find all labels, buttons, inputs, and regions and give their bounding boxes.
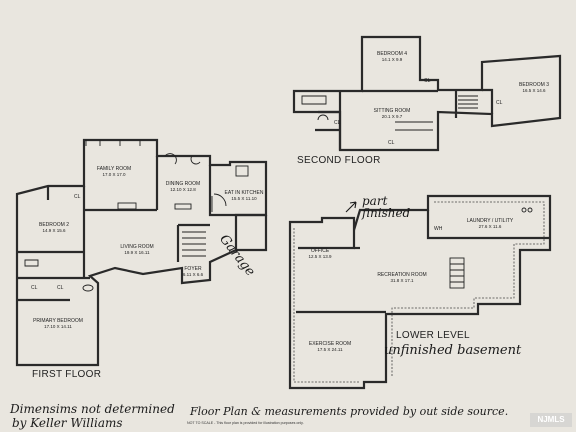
second-floor-walls [292,35,562,152]
room-name: LIVING ROOM [120,244,154,250]
second-floor-title: SECOND FLOOR [297,155,381,166]
water-heater-label: WH [434,226,443,232]
room-name: SITTING ROOM [373,108,411,114]
first-floor-walls [15,138,268,367]
closet-label: CL [57,285,64,291]
closet-label: CL [74,194,81,200]
room-name: FAMILY ROOM [96,166,132,172]
room-name: PRIMARY BEDROOM [33,318,83,324]
room-name: FOYER [184,266,202,272]
lower-level-walls [288,194,552,390]
room-dims: 14.9 X 15.6 [42,228,66,233]
room-name: EXERCISE ROOM [308,341,352,347]
room-dims: 12.5 X 13.9 [308,254,332,259]
room-dims: 16.5 X 14.6 [522,88,546,93]
room-name: BEDROOM 4 [376,51,408,57]
room-dims: 14.1 X 9.9 [381,57,403,62]
handwritten-part-finished: part finished [362,194,411,220]
closet-label: CL [31,285,38,291]
room-dims: 31.8 X 17.1 [390,278,414,283]
room-dims: 19.9 X 16.11 [124,250,150,255]
room-name: OFFICE [310,248,330,254]
room-dims: 17.10 X 14.11 [44,324,72,329]
room-dims: 12.10 X 12.8 [170,187,196,192]
handwritten-source-note: Floor Plan & measurements provided by ou… [190,405,509,418]
closet-label: CL [388,140,395,146]
closet-label: CL [334,120,341,126]
room-dims: 17.5 X 24.11 [317,347,343,352]
room-dims: 27.6 X 11.6 [478,224,502,229]
footer-note: NOT TO SCALE - This floor plan is provid… [187,421,304,425]
watermark: NJMLS [530,413,572,427]
lower-level-title: LOWER LEVEL [396,330,470,341]
handwritten-dims-note-1: Dimensims not determined [10,402,175,416]
handwritten-unfinished-basement: unfinished basement [384,343,522,358]
room-dims: 20.1 X 9.7 [381,114,403,119]
room-name: BEDROOM 2 [38,222,70,228]
room-dims: 17.0 X 17.0 [102,172,126,177]
room-dims: 15.5 X 11.10 [231,196,257,201]
room-name: EAT IN KITCHEN [224,190,264,196]
closet-label: CL [424,78,431,84]
room-name: RECREATION ROOM [377,272,427,278]
closet-label: CL [496,100,503,106]
room-name: LAUNDRY / UTILITY [466,218,514,224]
first-floor-title: FIRST FLOOR [32,369,102,380]
room-dims: 6.11 X 6.6 [182,272,204,277]
handwritten-dims-note-2: by Keller Williams [12,416,123,430]
room-name: DINING ROOM [165,181,201,187]
room-name: BEDROOM 3 [518,82,550,88]
